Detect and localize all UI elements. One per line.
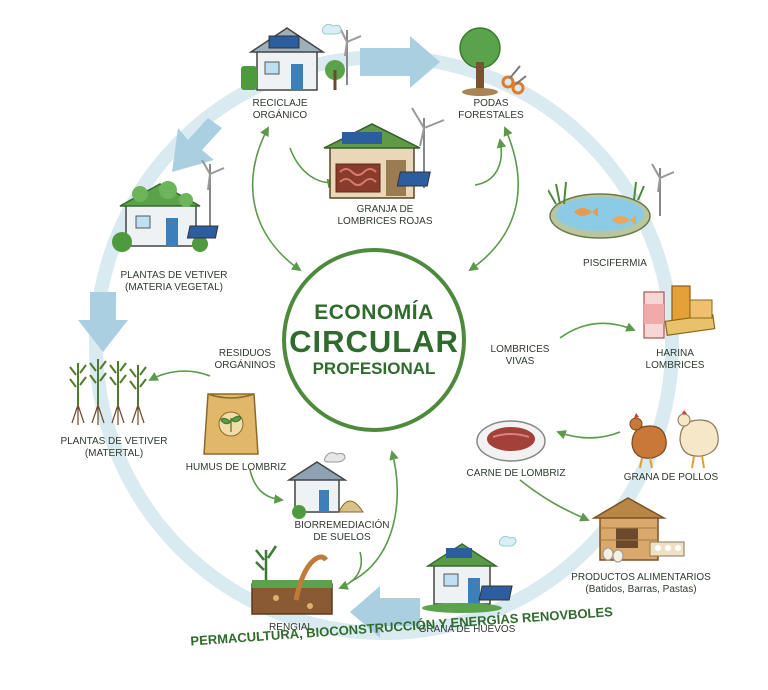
worm-meat-plate-icon <box>475 415 550 465</box>
label-productos: PRODUCTOS ALIMENTARIOS (Batidos, Barras,… <box>556 572 726 596</box>
central-title-circle: ECONOMÍA CIRCULAR PROFESIONAL <box>282 248 466 432</box>
label-vetiver-material: PLANTAS DE VETIVER (MATERTAL) <box>44 436 184 460</box>
ring-arrow-top <box>360 36 440 88</box>
arrow-residuos-vetiver <box>150 371 210 380</box>
house-solar-icon <box>235 20 365 95</box>
arrow-carne-productos <box>520 480 588 520</box>
title-line-3: PROFESIONAL <box>313 359 436 379</box>
label-vetiver-vegetal: PLANTAS DE VETIVER (MATERIA VEGETAL) <box>104 270 244 294</box>
humus-bag-icon <box>200 388 262 458</box>
label-lombrices-vivas: LOMBRICES VIVAS <box>480 344 560 368</box>
coop-eggs-icon <box>590 492 690 567</box>
chickens-icon <box>622 410 722 470</box>
title-line-1: ECONOMÍA <box>314 301 434 325</box>
fish-pond-icon <box>548 160 678 245</box>
vetiver-plants-icon <box>64 355 154 430</box>
house-greenroof-icon <box>110 160 240 255</box>
title-line-2: CIRCULAR <box>289 325 459 359</box>
label-residuos: RESIDUOS ORGÁNINOS <box>205 348 285 372</box>
arrow-lombrices-harina <box>560 323 634 338</box>
label-reciclaje: RECICLAJE ORGÁNICO <box>230 98 330 122</box>
arrow-granja-podas <box>475 140 501 185</box>
ring-arrow-left <box>78 292 128 352</box>
arrow-bio-rengial <box>340 552 361 588</box>
label-biorremediacion: BIORREMEDIACIÓN DE SUELOS <box>282 520 402 544</box>
food-products-icon <box>638 282 718 344</box>
label-humus: HUMUS DE LOMBRIZ <box>176 462 296 474</box>
worm-farm-icon <box>320 98 450 203</box>
soil-plant-icon <box>246 540 336 618</box>
label-piscifermia: PISCIFERMIA <box>560 258 670 270</box>
arrow-pollos-carne <box>558 432 620 438</box>
label-pollos: GRANA DE POLLOS <box>616 472 726 484</box>
arrow-podas-center <box>470 128 518 270</box>
arrow-reciclaje-center <box>253 128 300 270</box>
label-granja: GRANJA DE LOMBRICES ROJAS <box>320 204 450 228</box>
label-harina: HARINA LOMBRICES <box>630 348 720 372</box>
bioremediation-house-icon <box>285 450 365 520</box>
tree-shears-icon <box>450 22 530 100</box>
house-egg-farm-icon <box>420 530 530 615</box>
label-carne: CARNE DE LOMBRIZ <box>456 468 576 480</box>
arrow-humus-biorremediacion <box>250 470 282 500</box>
label-podas: PODAS FORESTALES <box>446 98 536 122</box>
